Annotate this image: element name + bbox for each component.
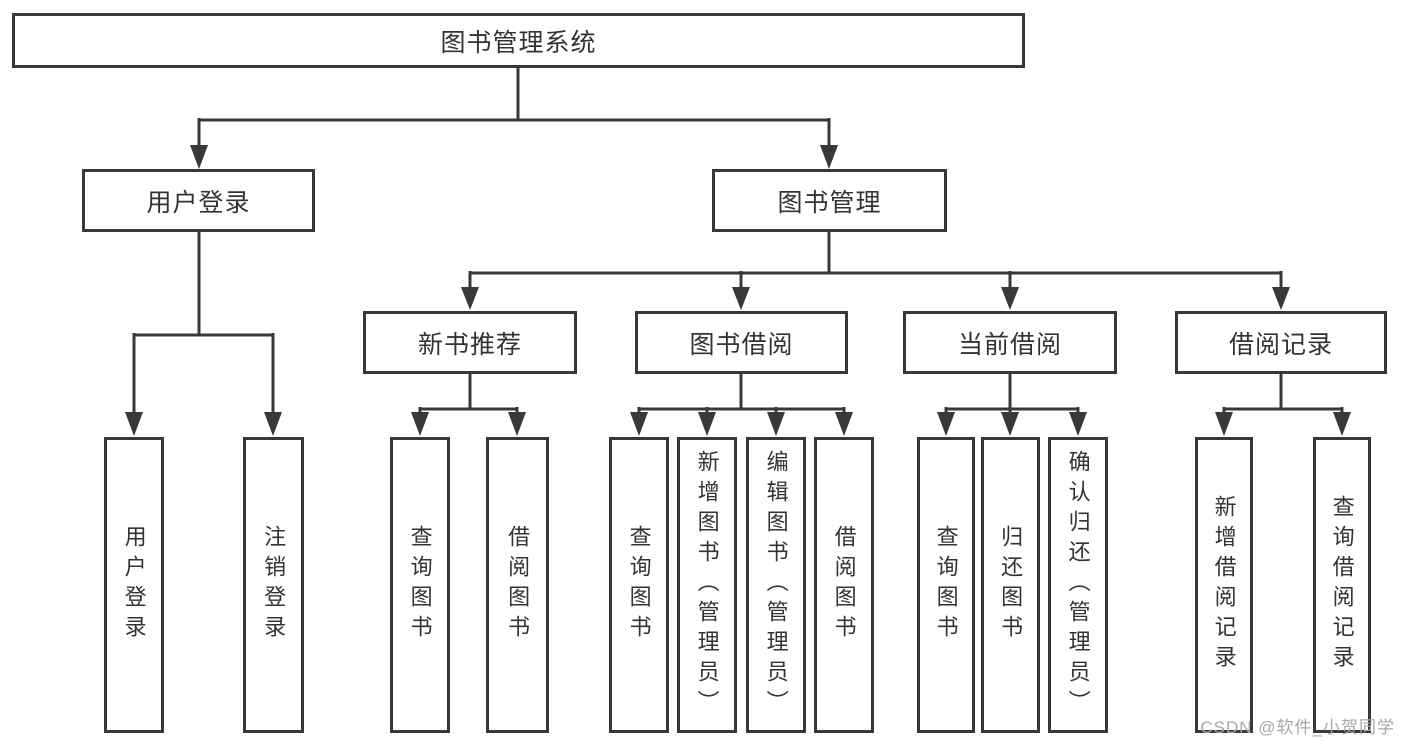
leaf-label: 用户登录	[121, 525, 147, 645]
leaf-label: 归还图书	[998, 525, 1024, 645]
node-current-borrow: 当前借阅	[903, 311, 1117, 374]
leaf-query-books-3: 查询图书	[917, 437, 975, 733]
leaf-label: 查询借阅记录	[1329, 495, 1355, 675]
leaf-label: 确认归还（管理员）	[1065, 450, 1091, 720]
leaf-label: 查询图书	[407, 525, 433, 645]
csdn-watermark: CSDN @软件_小贺同学	[1200, 718, 1395, 737]
leaf-confirm-return-admin: 确认归还（管理员）	[1048, 437, 1108, 733]
leaf-label: 新增借阅记录	[1211, 495, 1237, 675]
connector-new-book-to-leaves	[411, 373, 526, 436]
connector-current-borrow-to-leaves	[937, 373, 1087, 436]
connector-book-borrow-to-leaves	[630, 373, 853, 436]
leaf-borrow-books-1: 借阅图书	[486, 437, 549, 733]
leaf-edit-book-admin: 编辑图书（管理员）	[746, 437, 806, 733]
node-borrow-records: 借阅记录	[1175, 311, 1387, 374]
connector-root-to-level2	[190, 68, 838, 169]
leaf-label: 查询图书	[626, 525, 652, 645]
node-book-management: 图书管理	[712, 169, 947, 232]
leaf-label: 注销登录	[261, 525, 287, 645]
node-user-login: 用户登录	[82, 169, 315, 232]
leaf-borrow-books-2: 借阅图书	[814, 437, 874, 733]
leaf-label: 查询图书	[933, 525, 959, 645]
leaf-user-login: 用户登录	[104, 437, 164, 733]
leaf-label: 新增图书（管理员）	[694, 450, 720, 720]
leaf-return-books: 归还图书	[981, 437, 1040, 733]
leaf-add-borrow-record: 新增借阅记录	[1195, 437, 1253, 733]
connector-user-login-to-leaves	[125, 232, 282, 436]
connector-borrow-records-to-leaves	[1215, 373, 1351, 436]
leaf-add-book-admin: 新增图书（管理员）	[677, 437, 737, 733]
leaf-logout: 注销登录	[243, 437, 304, 733]
leaf-query-books-2: 查询图书	[609, 437, 669, 733]
node-book-borrow: 图书借阅	[635, 311, 848, 374]
connector-book-management-to-level3	[461, 232, 1290, 310]
leaf-query-books-1: 查询图书	[390, 437, 450, 733]
node-root: 图书管理系统	[12, 13, 1025, 68]
leaf-label: 编辑图书（管理员）	[763, 450, 789, 720]
leaf-query-borrow-record: 查询借阅记录	[1313, 437, 1371, 733]
leaf-label: 借阅图书	[831, 525, 857, 645]
node-new-book-recommend: 新书推荐	[363, 311, 577, 374]
leaf-label: 借阅图书	[505, 525, 531, 645]
